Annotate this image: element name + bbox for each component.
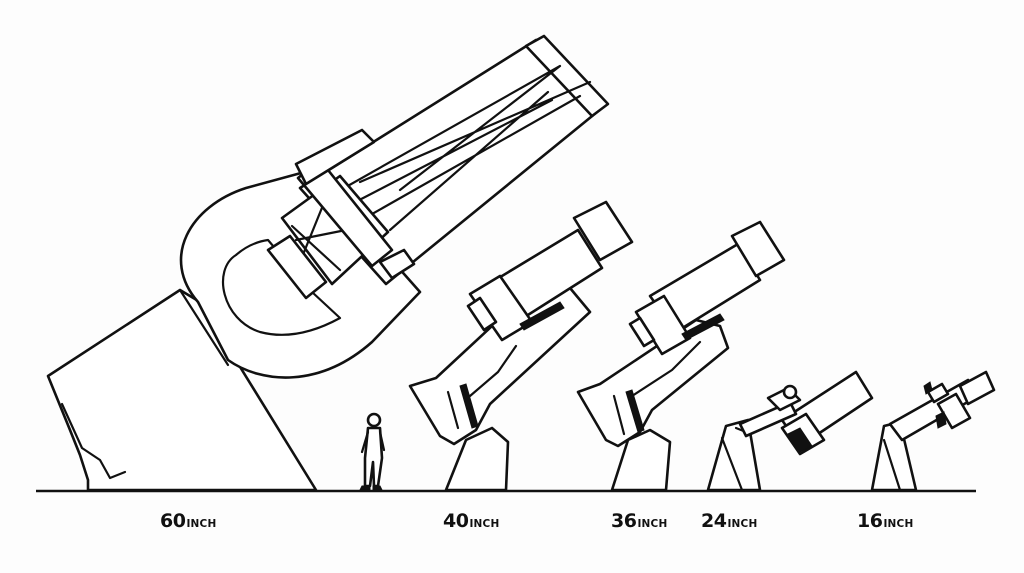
telescope-60-lower-block: [266, 234, 328, 300]
telescope-36-cell-back: [628, 316, 656, 348]
telescope-36-fork-inner: [612, 340, 702, 436]
telescope-36-bearing: [625, 389, 645, 433]
telescope-36-inch: [576, 220, 786, 492]
label-16-value: 16: [857, 510, 883, 532]
telescope-16-stand-inner: [882, 438, 902, 492]
telescope-24-arm: [738, 400, 798, 438]
telescope-40-bearing: [459, 383, 479, 429]
label-24-value: 24: [701, 510, 727, 532]
telescope-60-side-block: [378, 248, 416, 280]
telescope-40-top: [572, 200, 634, 262]
telescope-60-inch: [46, 34, 610, 492]
figure-arm: [360, 430, 386, 454]
telescope-36-plate: [681, 313, 725, 341]
label-36-unit: INCH: [637, 518, 668, 530]
telescope-40-inch: [408, 200, 634, 492]
telescope-60-horseshoe-inner: [221, 238, 342, 336]
telescope-36-top: [730, 220, 786, 278]
label-40-inch: 40INCH: [443, 506, 499, 536]
telescope-60-counterweight: [294, 128, 376, 186]
telescope-40-fork: [408, 286, 592, 446]
telescope-16-fittings: [923, 381, 947, 429]
telescope-16-finder: [926, 382, 950, 404]
label-40-value: 40: [443, 510, 469, 532]
label-36-value: 36: [611, 510, 637, 532]
telescope-60-pier-edge: [178, 288, 230, 367]
label-60-inch: 60INCH: [160, 506, 216, 536]
telescope-16-cell: [936, 392, 972, 430]
label-60-unit: INCH: [186, 518, 217, 530]
telescope-40-plate: [519, 301, 565, 331]
label-16-unit: INCH: [883, 518, 914, 530]
telescope-24-knob: [782, 384, 798, 400]
telescope-16-top: [958, 370, 996, 406]
label-16-inch: 16INCH: [857, 506, 913, 536]
telescope-40-cell-back: [466, 296, 498, 332]
figure-body: [363, 426, 384, 488]
telescope-24-inch: [706, 370, 874, 492]
telescope-24-cell-dark: [787, 427, 813, 453]
telescope-40-fork-inner: [446, 344, 518, 430]
telescope-60-pier-step: [60, 402, 127, 480]
label-40-unit: INCH: [469, 518, 500, 530]
telescope-60-truss: [328, 64, 592, 232]
telescope-60-tube-cap: [524, 34, 610, 118]
label-60-value: 60: [160, 510, 186, 532]
label-24-unit: INCH: [727, 518, 758, 530]
telescope-16-inch: [870, 370, 996, 492]
figure-head: [366, 412, 382, 428]
label-36-inch: 36INCH: [611, 506, 667, 536]
label-24-inch: 24INCH: [701, 506, 757, 536]
human-scale-figure: [359, 412, 386, 491]
